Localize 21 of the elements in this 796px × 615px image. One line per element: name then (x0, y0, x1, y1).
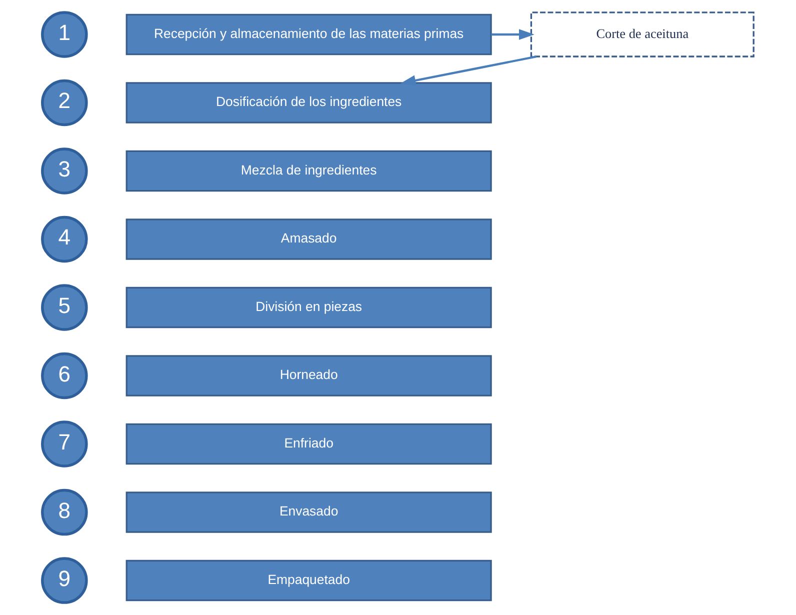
arrow (400, 56, 537, 86)
node-box: Corte de aceituna (530, 12, 754, 58)
node-box: Recepción y almacenamiento de las materias primas (126, 14, 492, 56)
node-box: División en piezas (126, 286, 492, 328)
node-box: Dosificación de los ingredientes (126, 82, 492, 124)
node-box: Envasado (126, 492, 492, 533)
node-circle: 3 (41, 148, 88, 194)
node-box: Empaquetado (126, 560, 492, 602)
node-circle: 6 (41, 352, 88, 400)
node-circle: 9 (41, 557, 88, 604)
node-box: Horneado (126, 355, 492, 396)
node-box: Mezcla de ingredientes (126, 150, 492, 192)
node-circle: 4 (41, 216, 88, 263)
node-box: Enfriado (126, 423, 492, 465)
node-circle: 7 (41, 420, 88, 468)
node-circle: 8 (41, 488, 88, 536)
node-circle: 2 (41, 79, 88, 126)
arrow (491, 29, 534, 40)
node-circle: 1 (41, 11, 88, 58)
node-circle: 5 (41, 284, 88, 331)
node-box: Amasado (126, 218, 492, 260)
